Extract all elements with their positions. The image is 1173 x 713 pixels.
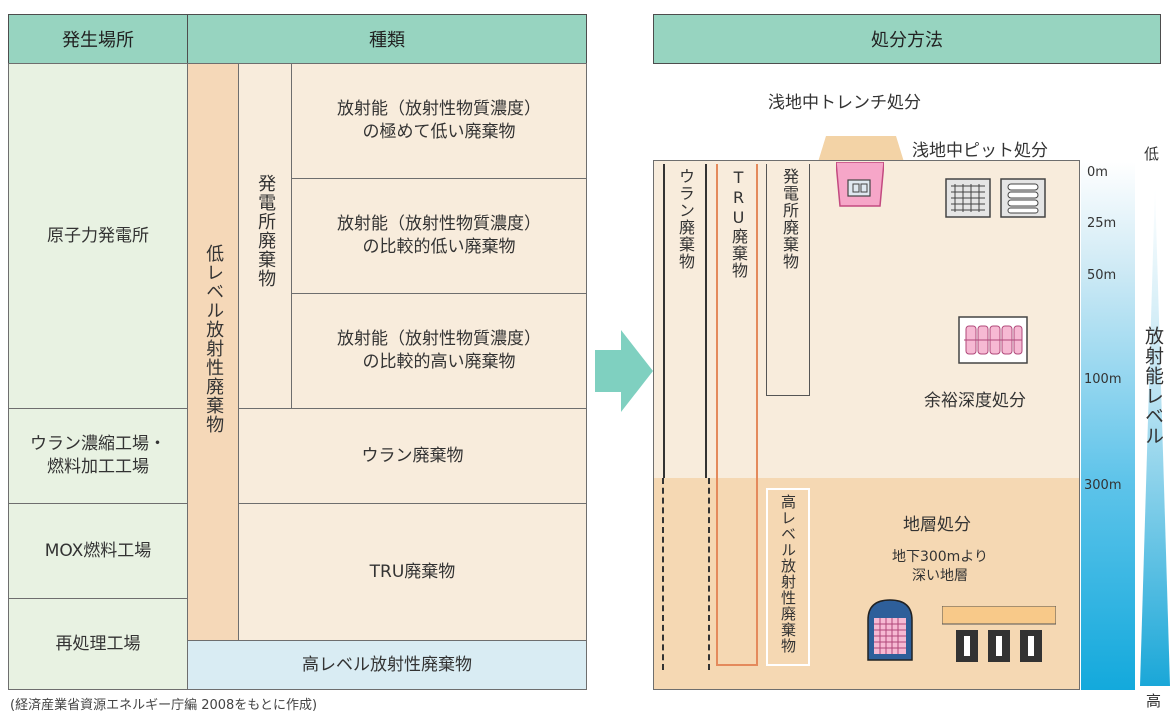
depth-100m: 100m bbox=[1084, 372, 1122, 387]
depth-300m: 300m bbox=[1084, 478, 1122, 493]
source-uranium-plant: ウラン濃縮工場・ 燃料加工工場 bbox=[8, 408, 188, 504]
power-plant-waste-column: 発電所廃棄物 bbox=[238, 63, 292, 409]
header-source: 発生場所 bbox=[8, 14, 188, 64]
header-type: 種類 bbox=[187, 14, 587, 64]
uranium-column-label: ウラン廃棄物 bbox=[676, 168, 695, 270]
plant-column-label: 発電所廃棄物 bbox=[780, 168, 799, 270]
depth-scale-bar bbox=[1081, 162, 1135, 690]
uranium-column-dashed-lower bbox=[662, 478, 710, 670]
depth-25m: 25m bbox=[1087, 216, 1117, 231]
radioactivity-level-triangle bbox=[1140, 186, 1170, 686]
plant-column bbox=[766, 164, 810, 396]
source-reprocessing-plant: 再処理工場 bbox=[8, 598, 188, 690]
source-nuclear-plant: 原子力発電所 bbox=[8, 63, 188, 409]
right-arrow bbox=[595, 330, 653, 412]
high-level-column-label: 高レベル放射性廃棄物 bbox=[779, 494, 797, 654]
drum-pit-icon bbox=[1000, 178, 1046, 218]
trench-mound bbox=[818, 136, 904, 162]
radioactivity-level-label: 放射能レベル bbox=[1142, 326, 1164, 446]
pit-facility-icon bbox=[835, 161, 885, 210]
source-mox-plant: MOX燃料工場 bbox=[8, 503, 188, 599]
category-high-level-waste: 高レベル放射性廃棄物 bbox=[187, 640, 587, 690]
depth-50m: 50m bbox=[1087, 268, 1117, 283]
vitrified-waste-vault-icon bbox=[866, 598, 914, 662]
pit-disposal-label: 浅地中ピット処分 bbox=[912, 141, 1048, 161]
category-uranium-waste: ウラン廃棄物 bbox=[238, 408, 587, 504]
level-low-label: 低 bbox=[1144, 145, 1160, 163]
depth-0m: 0m bbox=[1087, 165, 1108, 180]
category-tru-waste: TRU廃棄物 bbox=[238, 503, 587, 641]
category-relatively-high: 放射能（放射性物質濃度） の比較的高い廃棄物 bbox=[291, 293, 587, 409]
tru-column-label: TRU廃棄物 bbox=[729, 168, 748, 279]
high-level-column bbox=[766, 488, 810, 666]
intermediate-depth-label: 余裕深度処分 bbox=[924, 391, 1026, 411]
trench-disposal-label: 浅地中トレンチ処分 bbox=[768, 93, 921, 113]
low-level-waste-column: 低レベル放射性廃棄物 bbox=[187, 63, 239, 641]
intermediate-depth-facility-icon bbox=[958, 316, 1028, 364]
tru-column bbox=[716, 164, 758, 666]
level-high-label: 高 bbox=[1146, 692, 1162, 710]
concrete-pit-icon bbox=[945, 178, 991, 218]
geological-note: 地下300mより 深い地層 bbox=[891, 549, 989, 584]
category-very-low: 放射能（放射性物質濃度） の極めて低い廃棄物 bbox=[291, 63, 587, 179]
geological-disposal-label: 地層処分 bbox=[903, 515, 971, 535]
tunnel-disposal-icon bbox=[941, 605, 1057, 664]
source-footnote: (経済産業省資源エネルギー庁編 2008をもとに作成) bbox=[10, 698, 318, 713]
category-relatively-low: 放射能（放射性物質濃度） の比較的低い廃棄物 bbox=[291, 178, 587, 294]
header-disposal-method: 処分方法 bbox=[653, 14, 1161, 64]
